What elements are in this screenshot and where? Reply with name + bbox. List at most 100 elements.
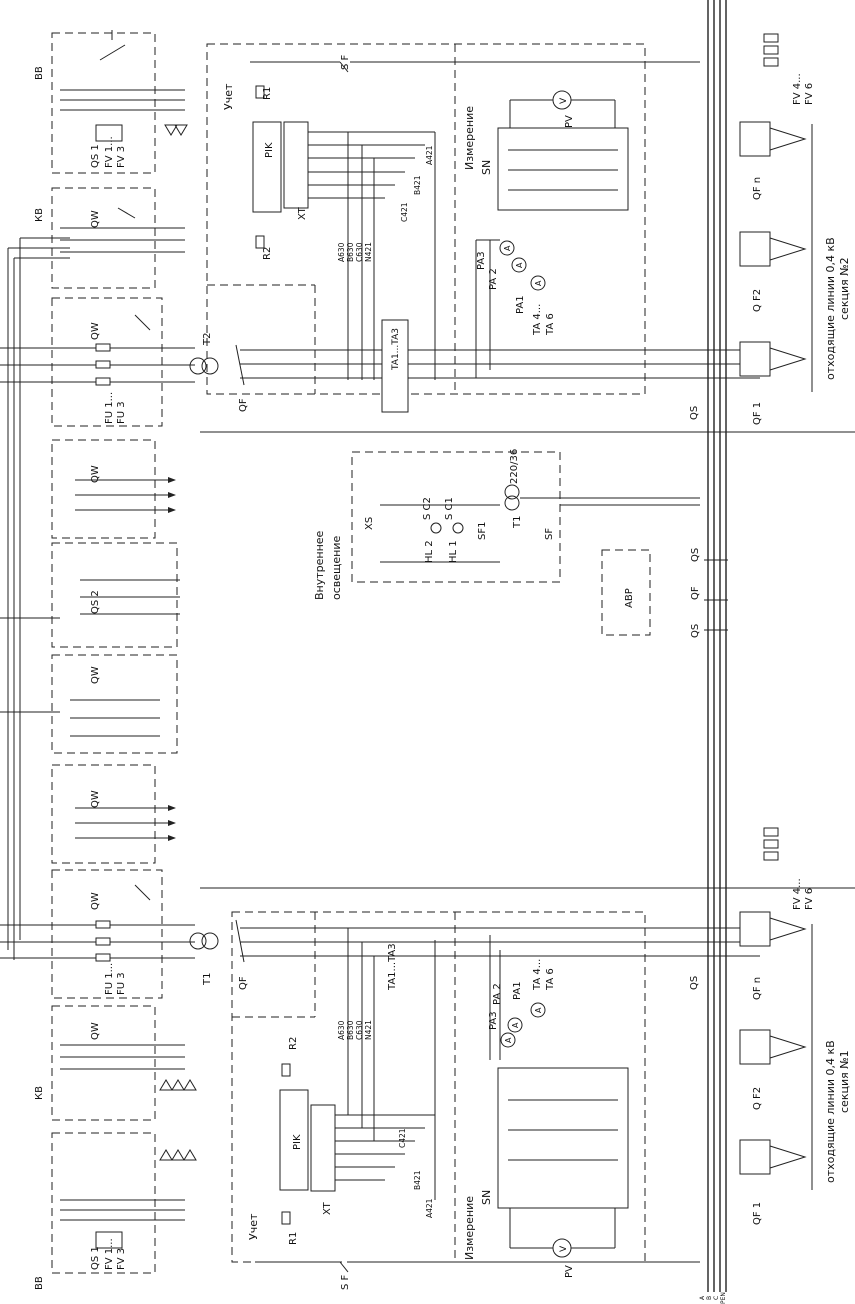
wire-a421-top: A421 <box>425 145 434 165</box>
wire-b630-bottom: B630 <box>346 1020 355 1040</box>
sf-lighting-label: SF <box>544 528 555 540</box>
ta13-bottom-label: TA1...TA3 <box>387 943 398 991</box>
cell-qs2: QS 2 <box>51 542 180 648</box>
center-qf: QF <box>690 586 701 600</box>
sn-bottom-label: SN <box>480 1190 493 1205</box>
pv-top-label: PV <box>564 115 575 128</box>
wire-c421-bottom: C421 <box>398 1128 407 1148</box>
qw-mid-lower-label: QW <box>90 790 101 808</box>
bus-c-label: C <box>713 1296 720 1300</box>
qf1-top-label: QF 1 <box>752 402 763 425</box>
kb-bottom-label: КВ <box>34 1086 45 1100</box>
qs2-label: QS 2 <box>90 590 101 614</box>
cell-qw-mid-lower: QW <box>51 764 176 864</box>
ta13-top-label: TA1...TA3 <box>391 328 401 371</box>
qf2-top-label: Q F2 <box>752 289 763 312</box>
cell-bb-bottom: ВВ QS 1 FV 1... FV 3 <box>34 1132 197 1290</box>
measure-section2: Измерение SN V PV A A A PA3 PA 2 PA1 TA … <box>463 90 629 378</box>
wire-a630-bottom: A630 <box>337 1020 346 1040</box>
fv46-top-label-b: FV 6 <box>804 83 815 105</box>
v-bottom-label: V <box>559 1245 569 1252</box>
pik-top-label: PIK <box>264 142 275 158</box>
feeders-section1: QF n Q F2 QF 1 FV 4... FV 6 отходящие ли… <box>689 827 851 1225</box>
ta46-top-label-b: TA 6 <box>545 313 556 336</box>
wire-b630-top: B630 <box>346 242 355 262</box>
r2-top-label: R2 <box>262 247 273 260</box>
pa3-top-label: PA3 <box>476 251 487 270</box>
sf-bottom-label: S F <box>340 1274 351 1290</box>
bb-bottom-label: ВВ <box>34 1276 45 1290</box>
cell-qw-sectional: QW <box>51 654 178 754</box>
center-qs-upper: QS <box>690 548 701 562</box>
lighting-title-1: Внутреннее <box>313 530 326 600</box>
hl1-label: HL 1 <box>448 540 459 563</box>
fv13-top-label-b: FV 3 <box>116 146 127 168</box>
cell-bb-top: ВВ QS 1 FV 1... FV 3 <box>34 30 188 174</box>
t1-label: T1 <box>202 973 213 986</box>
lines-bottom-label: отходящие линии 0,4 кВ <box>824 1040 837 1183</box>
fu13-top-label-b: FU 3 <box>116 401 127 424</box>
pik-bottom-label: PIK <box>292 1134 303 1150</box>
measure-top-title: Измерение <box>463 106 476 170</box>
wire-b421-top: B421 <box>413 175 422 195</box>
xt-bottom-label: XT <box>322 1201 333 1215</box>
fv46-bottom-label-a: FV 4... <box>792 878 803 910</box>
section1-phase-lines <box>0 887 855 959</box>
cell-qw-mid-upper: QW <box>51 439 176 539</box>
qw-mid-upper-label: QW <box>90 465 101 483</box>
lines-top-label: отходящие линии 0,4 кВ <box>824 237 837 380</box>
section2-label: секция №2 <box>838 257 851 320</box>
qs1-bottom-label: QS 1 <box>90 1246 101 1270</box>
wire-c421-top: C421 <box>400 202 409 222</box>
qf-t2-label: QF <box>238 398 249 412</box>
sf-top-label: S F <box>340 54 351 70</box>
t1-lighting-label: T1 <box>512 516 523 529</box>
sn-top-label: SN <box>480 160 493 175</box>
fv46-bottom-label-b: FV 6 <box>804 888 815 910</box>
wire-c630-top: C630 <box>355 242 364 262</box>
ta46-top-label-a: TA 4... <box>532 304 543 336</box>
metering-section1: Учет PIK R2 R1 XT S F TA1...TA3 A630 B63… <box>231 911 700 1290</box>
avr-label: АВР <box>624 588 635 608</box>
fu13-bottom-label-b: FU 3 <box>116 972 127 995</box>
r1-bottom-label: R1 <box>288 1232 299 1245</box>
center-qs-lower: QS <box>690 624 701 638</box>
fu13-bottom-label-a: FU 1... <box>104 963 115 995</box>
ta46-bottom-label-b: TA 6 <box>545 968 556 991</box>
sc2-label: S C2 <box>422 497 433 520</box>
qs-top-label: QS <box>689 406 700 420</box>
a-top-1: A <box>503 245 512 251</box>
fu13-top-label-a: FU 1... <box>104 392 115 424</box>
wire-a421-bottom: A421 <box>425 1198 434 1218</box>
kb-top-label: КВ <box>34 208 45 222</box>
fv46-top-label-a: FV 4... <box>792 73 803 105</box>
qs-bottom-label: QS <box>689 976 700 990</box>
uchet-bottom-label: Учет <box>247 1213 260 1240</box>
transformer-t2: T2 QF <box>189 333 249 412</box>
feeders-section2: QF n Q F2 QF 1 FV 4... FV 6 отходящие ли… <box>689 33 851 425</box>
pa2-top-label: PA 2 <box>488 268 499 290</box>
wire-b421-bottom: B421 <box>413 1170 422 1190</box>
qw-kb-bottom-label: QW <box>90 1022 101 1040</box>
main-buses: A B C PEN <box>699 0 727 1304</box>
voltage-label: 220/36 <box>509 449 520 484</box>
measure-section1: Измерение SN V PV A A A PA3 PA 2 PA1 TA … <box>463 935 629 1278</box>
section1-label: секция №1 <box>838 1050 851 1113</box>
bus-a-label: A <box>699 1295 706 1300</box>
a-top-3: A <box>534 280 543 286</box>
cell-kb-bottom: КВ QW <box>34 1005 197 1121</box>
a-bottom-2: A <box>511 1022 520 1028</box>
r2-bottom-label: R2 <box>288 1037 299 1050</box>
xs-label: XS <box>364 517 375 530</box>
qf2-bottom-label: Q F2 <box>752 1087 763 1110</box>
wire-a630-top: A630 <box>337 242 346 262</box>
cell-transformer-input-bottom: QW FU 1... FU 3 <box>51 869 163 999</box>
bb-top-label: ВВ <box>34 66 45 80</box>
qfn-top-label: QF n <box>752 177 763 200</box>
qw-sectional-label: QW <box>90 666 101 684</box>
v-top-label: V <box>559 97 569 104</box>
sf1-label: SF1 <box>477 522 488 540</box>
cell-transformer-input-top: QW FU 1... FU 3 <box>51 297 163 427</box>
hl2-label: HL 2 <box>424 540 435 563</box>
